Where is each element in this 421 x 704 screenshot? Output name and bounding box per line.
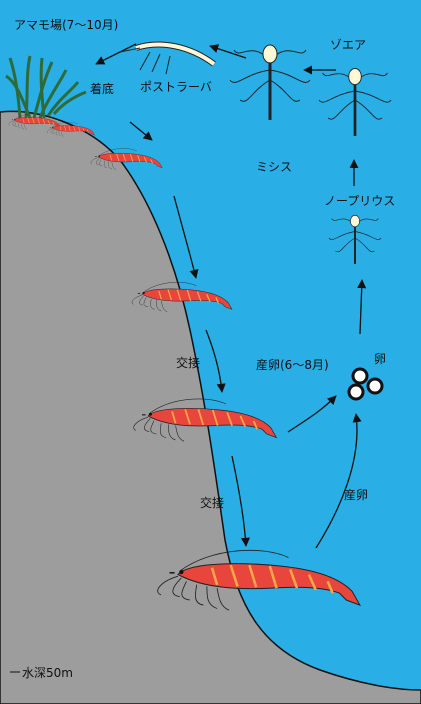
label-spawning-period: 産卵(6〜8月) [256,356,329,373]
label-mating-1: 交接 [176,354,200,371]
label-eelgrass-bed: アマモ場(7〜10月) [14,16,118,33]
label-mating-2: 交接 [200,494,224,511]
label-depth: 水深50m [22,664,73,681]
label-settlement: 着底 [90,80,114,97]
label-zoea: ゾエア [330,36,366,53]
label-spawning: 産卵 [344,486,368,503]
label-mysis: ミシス [256,158,292,175]
label-nauplius: ノープリウス [324,192,395,209]
label-postlarva: ポストラーバ [140,78,212,95]
label-egg: 卵 [374,350,386,367]
